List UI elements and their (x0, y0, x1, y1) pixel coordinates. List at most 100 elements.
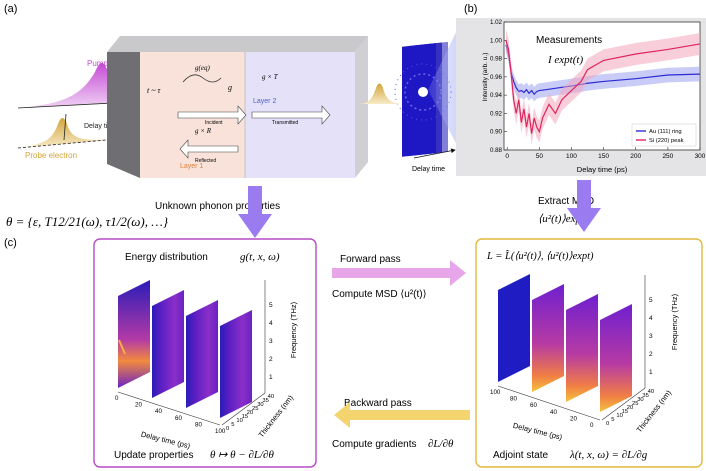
thickness-tick-label: 30 (637, 397, 643, 403)
thickness-tick-label: 25 (252, 406, 258, 412)
adjoint-formula: λ(t, x, ω) = ∂L/∂g (569, 449, 648, 461)
delay-tick-label: 20 (135, 402, 142, 409)
adjoint-state-label: Adjoint state (493, 450, 548, 461)
transmitted-label: Transmitted (272, 120, 298, 126)
measurements-formula: I expt(t) (547, 54, 583, 66)
thickness-tick-label: 5 (231, 422, 234, 428)
frequency-tick-label: 1 (649, 369, 653, 376)
probe-electron-label: Probe electron (25, 151, 77, 160)
y-tick-label: 1.00 (490, 37, 503, 44)
thickness-tick-label: 5 (611, 417, 614, 423)
left-delay-axis (117, 391, 221, 426)
relax-time-label: t ~ τ (147, 86, 162, 95)
thickness-tick-label: 20 (247, 410, 253, 416)
thickness-tick-label: 15 (622, 409, 628, 415)
series-band-0 (505, 37, 700, 102)
thickness-tick-label: 25 (632, 401, 638, 407)
left-slice-3 (186, 300, 218, 408)
left-frequency-axis-label: Frequency (THz) (289, 301, 298, 358)
layer-2-label: Layer 2 (253, 98, 276, 105)
energy-distribution-title: Energy distribution (125, 252, 208, 263)
backward-arrow-icon (334, 402, 470, 428)
right-3d-plot (497, 274, 646, 421)
left-3d-plot (117, 280, 266, 426)
slab-top-face (107, 36, 368, 52)
slab-side-face (107, 52, 140, 178)
compute-gradients-label: Compute gradients (332, 439, 417, 450)
g-label: g (228, 83, 232, 92)
x-tick-label: 0 (505, 153, 509, 160)
extract-msd-title: Extract MSD (538, 196, 594, 207)
detector-delay-label: Delay time (412, 166, 445, 173)
delay-marker (63, 113, 67, 141)
gradient-formula: ∂L/∂θ (428, 438, 454, 450)
right-slice-3 (566, 294, 598, 402)
g-times-t-label: g × T (262, 73, 279, 81)
chart-xlabel: Delay time (ps) (577, 165, 628, 174)
delay-tick-label: 40 (155, 408, 162, 415)
left-slice-4 (220, 310, 252, 418)
thickness-tick-label: 30 (257, 402, 263, 408)
right-slice-1 (498, 274, 530, 382)
reflected-arrow-icon (179, 139, 239, 159)
thickness-tick-label: 35 (262, 398, 268, 404)
layer-1-label: Layer 1 (180, 163, 203, 170)
update-formula: θ ↦ θ − ∂L/∂θ (210, 449, 274, 461)
x-tick-label: 100 (566, 153, 577, 160)
y-tick-label: 0.96 (490, 74, 503, 81)
thickness-tick-label: 10 (236, 418, 242, 424)
probe-pulse-icon (18, 118, 150, 148)
thickness-tick-label: 35 (642, 393, 648, 399)
frequency-tick-label: 5 (269, 302, 273, 309)
chart-legend: Au (111) ring Si (220) peak (631, 123, 697, 147)
incident-arrow-icon (177, 105, 247, 125)
left-slice-2 (152, 290, 184, 398)
compute-msd-label: Compute MSD ⟨u²(t)⟩ (332, 289, 427, 300)
delay-tick-label: 20 (570, 415, 577, 422)
left-slice-1 (118, 280, 150, 388)
down-arrow-left-icon (238, 186, 272, 238)
detector-probe-pulse-icon (358, 83, 404, 104)
energy-distribution-formula: g(t, x, ω) (240, 251, 280, 263)
forward-pass-label: Forward pass (340, 254, 401, 265)
thickness-tick-label: 0 (226, 426, 229, 432)
delay-tick-label: 100 (215, 428, 226, 435)
transmitted-arrow-icon (251, 105, 331, 125)
unknown-properties-title: Unknown phonon properties (155, 201, 280, 212)
panel-a-label: (a) (4, 3, 17, 15)
slab-back-face (355, 36, 368, 178)
backward-pass-label: Backward pass (344, 398, 412, 409)
update-properties-label: Update properties (114, 450, 194, 461)
right-frequency-axis-label: Frequency (THz) (670, 293, 679, 350)
g-eq-label: g(eq) (195, 64, 210, 72)
y-tick-label: 0.88 (490, 147, 503, 154)
right-delay-axis (497, 385, 601, 421)
x-tick-label: 150 (598, 153, 609, 160)
y-tick-label: 0.94 (490, 92, 503, 99)
reflected-label: Reflected (195, 158, 216, 164)
right-slice-4 (600, 304, 632, 412)
frequency-tick-label: 2 (649, 351, 653, 358)
g-eq-curve (182, 74, 222, 83)
chart-ylabel: Intensity (arb. u.) (482, 53, 489, 102)
x-tick-label: 200 (630, 153, 641, 160)
chart-series-group (505, 29, 701, 145)
delay-tick-label: 100 (490, 389, 501, 396)
legend-label-au: Au (111) ring (649, 129, 682, 135)
thickness-tick-label: 20 (627, 405, 633, 411)
forward-arrow-icon (332, 260, 466, 286)
delay-tick-label: 80 (510, 396, 517, 403)
thickness-tick-label: 0 (606, 421, 609, 427)
delay-tick-label: 0 (590, 422, 594, 429)
delay-tick-label: 60 (175, 415, 182, 422)
x-tick-label: 300 (695, 153, 706, 160)
loss-formula: L = L̂(⟨u²(t)⟩, ⟨u²(t)⟩expt) (486, 249, 594, 262)
detector-delay-arrow (413, 148, 456, 159)
down-arrow-right-icon (567, 180, 601, 232)
left-hot-band (118, 339, 126, 355)
right-thickness-axis (601, 387, 646, 421)
